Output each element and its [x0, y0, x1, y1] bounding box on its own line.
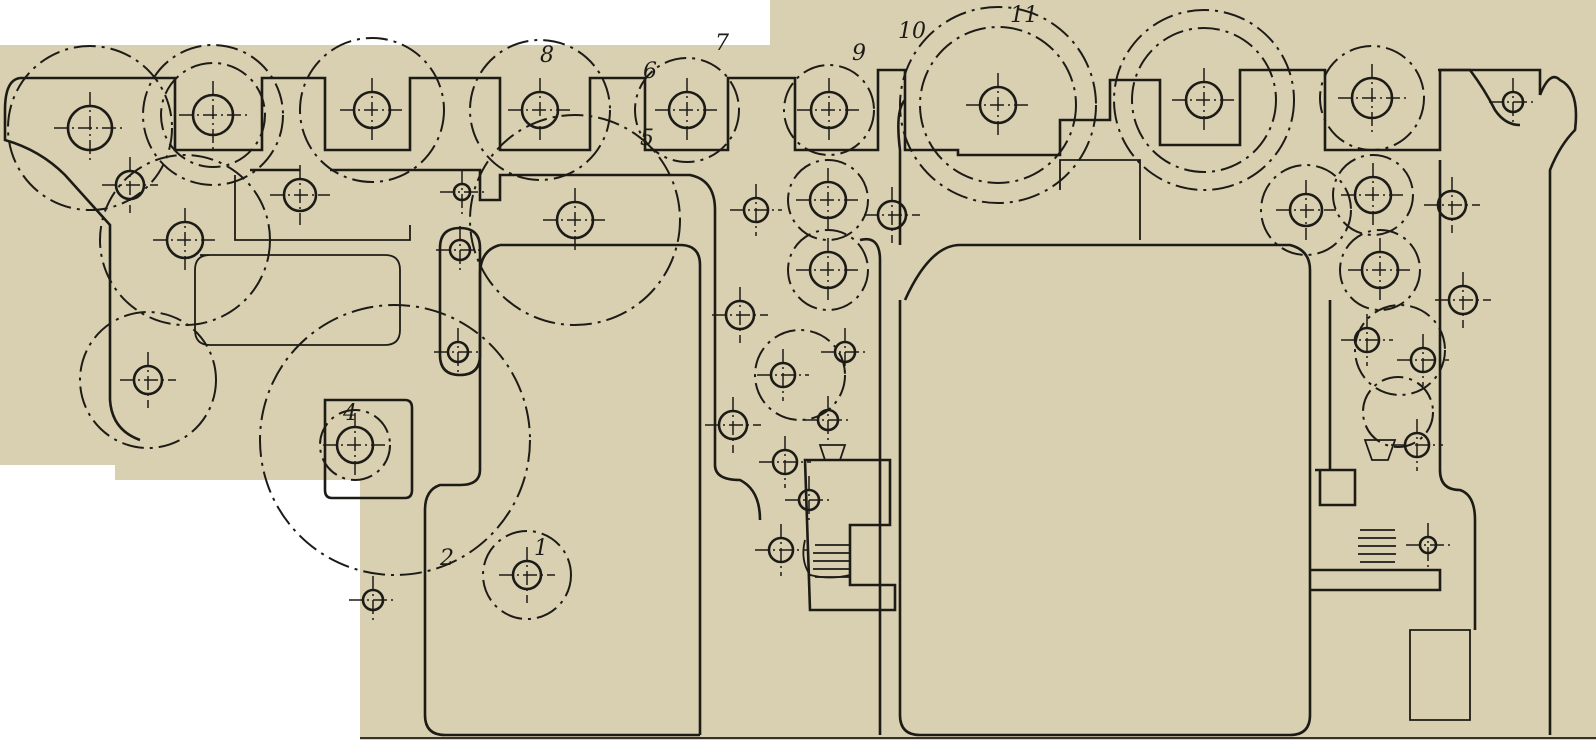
label-gear-6: 6: [643, 59, 657, 84]
label-gear-10: 10: [898, 19, 926, 44]
springs: [813, 439, 1397, 578]
label-gear-1: 1: [534, 536, 548, 561]
label-gear-11: 11: [1010, 3, 1038, 28]
label-gear-5: 5: [640, 126, 654, 151]
label-gear-4: 4: [342, 401, 357, 426]
housing-outline: [3, 68, 1596, 739]
label-gear-8: 8: [540, 43, 554, 68]
label-gear-2: 2: [439, 546, 454, 571]
pitch-circles: [7, 6, 1446, 620]
label-gear-9: 9: [852, 41, 866, 66]
label-gear-7: 7: [715, 31, 729, 56]
shafts: [54, 64, 1537, 624]
